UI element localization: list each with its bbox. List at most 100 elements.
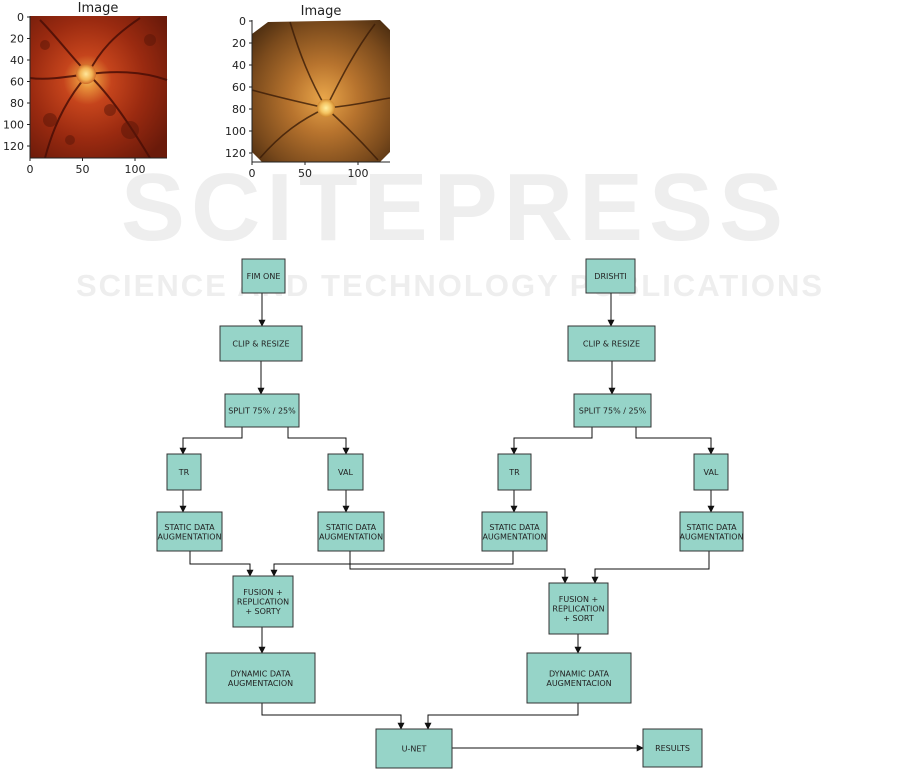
node-label: VAL: [338, 468, 353, 477]
y-tick-label: 40: [232, 59, 246, 72]
edge-sda2-to-fusion2: [349, 551, 569, 584]
image-title: Image: [78, 1, 119, 16]
node-label: + SORT: [563, 614, 594, 623]
edge-split2-to-val2: [635, 427, 715, 455]
node-box: [317, 511, 385, 552]
node-label: FUSION +: [559, 595, 598, 604]
fundus-image: [252, 20, 390, 162]
node-tr2: TR: [497, 453, 532, 491]
node-box: [327, 453, 364, 491]
y-tick-label: 20: [232, 37, 246, 50]
y-tick-label: 60: [232, 81, 246, 94]
x-tick-label: 50: [76, 163, 90, 176]
node-box: [241, 258, 286, 294]
edge-dda1-to-unet: [261, 703, 405, 730]
node-box: [679, 511, 744, 552]
watermark: SCITEPRESS SCIENCE AND TECHNOLOGY PUBLIC…: [76, 154, 824, 303]
image-title: Image: [301, 4, 342, 19]
edge-sda1-to-fusion1: [189, 551, 254, 577]
node-label: DYNAMIC DATA: [549, 669, 610, 678]
node-box: [166, 453, 202, 491]
watermark-subtitle: SCIENCE AND TECHNOLOGY PUBLICATIONS: [76, 268, 824, 303]
edge-sda3-to-fusion1: [270, 551, 514, 577]
node-clip1: CLIP & RESIZE: [219, 325, 303, 362]
y-tick-label: 80: [10, 97, 24, 110]
edge-split1-to-tr1: [179, 427, 243, 455]
node-label: FUSION +: [243, 588, 282, 597]
node-label: TR: [508, 468, 520, 477]
optic-disc: [76, 64, 96, 84]
x-tick-label: 0: [27, 163, 34, 176]
node-label: RESULTS: [655, 744, 690, 753]
node-label: SPLIT 75% / 25%: [228, 407, 296, 416]
watermark-title: SCITEPRESS: [121, 154, 789, 261]
node-box: [693, 453, 729, 491]
node-fusion2: FUSION +REPLICATION+ SORT: [548, 582, 609, 635]
node-box: [526, 652, 632, 704]
node-label: SPLIT 75% / 25%: [579, 407, 647, 416]
y-tick-label: 100: [3, 119, 24, 132]
y-tick-label: 120: [3, 140, 24, 153]
node-box: [224, 393, 300, 428]
node-val1: VAL: [327, 453, 364, 491]
node-box: [232, 575, 294, 628]
edge-split2-to-tr2: [510, 427, 593, 455]
edge-dda2-to-unet: [424, 703, 579, 730]
node-tr1: TR: [166, 453, 202, 491]
node-results: RESULTS: [642, 728, 703, 768]
node-label: REPLICATION: [237, 598, 289, 607]
node-box: [219, 325, 303, 362]
node-label: DRISHTI: [594, 272, 626, 281]
node-box: [156, 511, 223, 552]
node-fim-one: FIM ONE: [241, 258, 286, 294]
node-label: AUGMENTATION: [319, 532, 383, 541]
node-label: AUGMENTACION: [228, 679, 293, 688]
y-tick-label: 40: [10, 54, 24, 67]
node-unet: U-NET: [375, 728, 453, 769]
node-label: AUGMENTACION: [546, 679, 611, 688]
node-label: VAL: [704, 468, 719, 477]
node-box: [573, 393, 652, 428]
node-label: STATIC DATA: [686, 523, 737, 532]
node-box: [567, 325, 656, 362]
node-label: AUGMENTATION: [157, 532, 221, 541]
node-val2: VAL: [693, 453, 729, 491]
node-label: STATIC DATA: [326, 523, 377, 532]
node-box: [375, 728, 453, 769]
x-tick-label: 0: [249, 167, 256, 180]
y-tick-label: 80: [232, 103, 246, 116]
edge-split1-to-val1: [287, 427, 350, 455]
flow-nodes: FIM ONE DRISHTI CLIP & RESIZE CLIP & RESIZE…: [156, 258, 744, 769]
y-tick-label: 120: [225, 147, 246, 160]
node-label: TR: [178, 468, 190, 477]
edge-sda4-to-fusion2: [591, 551, 710, 584]
node-box: [497, 453, 532, 491]
node-label: CLIP & RESIZE: [583, 340, 640, 349]
y-tick-label: 0: [17, 11, 24, 24]
flow-edges: [179, 293, 715, 752]
node-box: [642, 728, 703, 768]
y-tick-label: 60: [10, 76, 24, 89]
node-drishti: DRISHTI: [585, 258, 636, 294]
node-label: AUGMENTATION: [482, 532, 546, 541]
y-tick-label: 100: [225, 125, 246, 138]
node-box: [585, 258, 636, 294]
texture-spots: [40, 34, 156, 145]
optic-disc: [317, 99, 335, 117]
y-tick-label: 20: [10, 33, 24, 46]
node-label: STATIC DATA: [489, 523, 540, 532]
node-label: FIM ONE: [247, 272, 281, 281]
node-label: STATIC DATA: [164, 523, 215, 532]
node-label: U-NET: [402, 745, 427, 754]
node-fusion1: FUSION +REPLICATION+ SORTY: [232, 575, 294, 628]
